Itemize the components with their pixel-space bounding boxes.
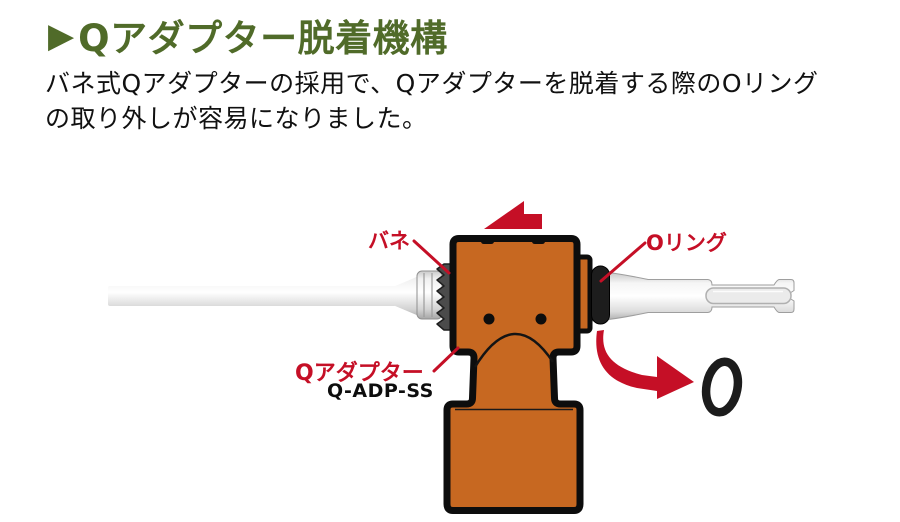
oring-mounted <box>591 265 610 325</box>
remove-arrow-icon <box>596 330 694 399</box>
top-notch-left <box>481 238 494 244</box>
model-number-label: Q-ADP-SS <box>327 380 434 402</box>
drill-bit-taper <box>394 276 419 316</box>
push-direction-arrow-icon <box>484 201 542 229</box>
sds-groove <box>705 287 792 305</box>
body-dot-right <box>535 313 547 325</box>
body-dot-left <box>483 313 495 325</box>
spring-label: バネ <box>368 229 410 253</box>
title-triangle-icon: ▶ <box>48 16 75 56</box>
collet-sleeve <box>416 270 443 320</box>
top-notch-right <box>532 238 545 244</box>
oring-label: Oリング <box>646 231 727 255</box>
body-dome-arc <box>473 332 555 368</box>
section-title: ▶ Qアダプター脱着機構 <box>48 8 448 62</box>
qadapter-leader-line <box>432 346 460 373</box>
qadapter-label: Qアダプター <box>295 361 424 386</box>
oring-removed <box>701 357 743 417</box>
drill-bit-shaft <box>108 286 396 306</box>
section-title-text: Qアダプター脱着機構 <box>78 17 448 60</box>
spring-leader-line <box>412 239 451 275</box>
description-text: バネ式Qアダプターの採用で、Qアダプターを脱着する際のOリング の取り外しが容易… <box>45 66 819 136</box>
oring-leader-line <box>599 241 647 283</box>
description-line1: バネ式Qアダプターの採用で、Qアダプターを脱着する際のOリング <box>45 69 819 98</box>
description-line2: の取り外しが容易になりました。 <box>45 104 428 133</box>
q-adapter-body <box>443 235 584 514</box>
